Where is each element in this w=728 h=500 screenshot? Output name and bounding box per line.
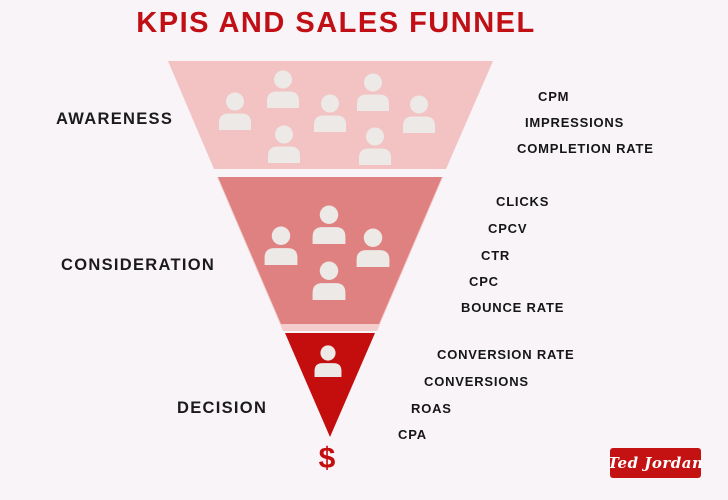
- stage-label-awareness: AWARENESS: [56, 110, 174, 128]
- kpi-label-bounce-rate: BOUNCE RATE: [461, 300, 565, 315]
- kpi-label-clicks: CLICKS: [496, 194, 550, 209]
- brand-badge: Ted Jordan: [607, 448, 704, 478]
- kpi-label-cpm: CPM: [538, 89, 570, 104]
- kpi-label-cpcv: CPCV: [488, 221, 528, 236]
- kpi-label-ctr: CTR: [481, 248, 511, 263]
- funnel-slice-awareness: [168, 61, 493, 169]
- kpi-label-conversion-rate: CONVERSION RATE: [437, 347, 575, 362]
- funnel-slice-decision: [285, 333, 375, 437]
- funnel-slice-consideration: [218, 177, 442, 324]
- stage-label-decision: DECISION: [177, 399, 268, 417]
- kpi-label-cpc: CPC: [469, 274, 499, 289]
- kpi-label-conversions: CONVERSIONS: [424, 374, 529, 389]
- kpi-label-roas: ROAS: [411, 401, 452, 416]
- dollar-sign: $: [318, 442, 336, 475]
- brand-logo-text: Ted Jordan: [607, 454, 704, 472]
- stage-label-consideration: CONSIDERATION: [61, 256, 216, 274]
- kpi-label-impressions: IMPRESSIONS: [525, 115, 625, 130]
- page-title: KPIS AND SALES FUNNEL: [136, 7, 536, 39]
- kpi-label-cpa: CPA: [398, 427, 427, 442]
- kpi-label-completion-rate: COMPLETION RATE: [517, 141, 654, 156]
